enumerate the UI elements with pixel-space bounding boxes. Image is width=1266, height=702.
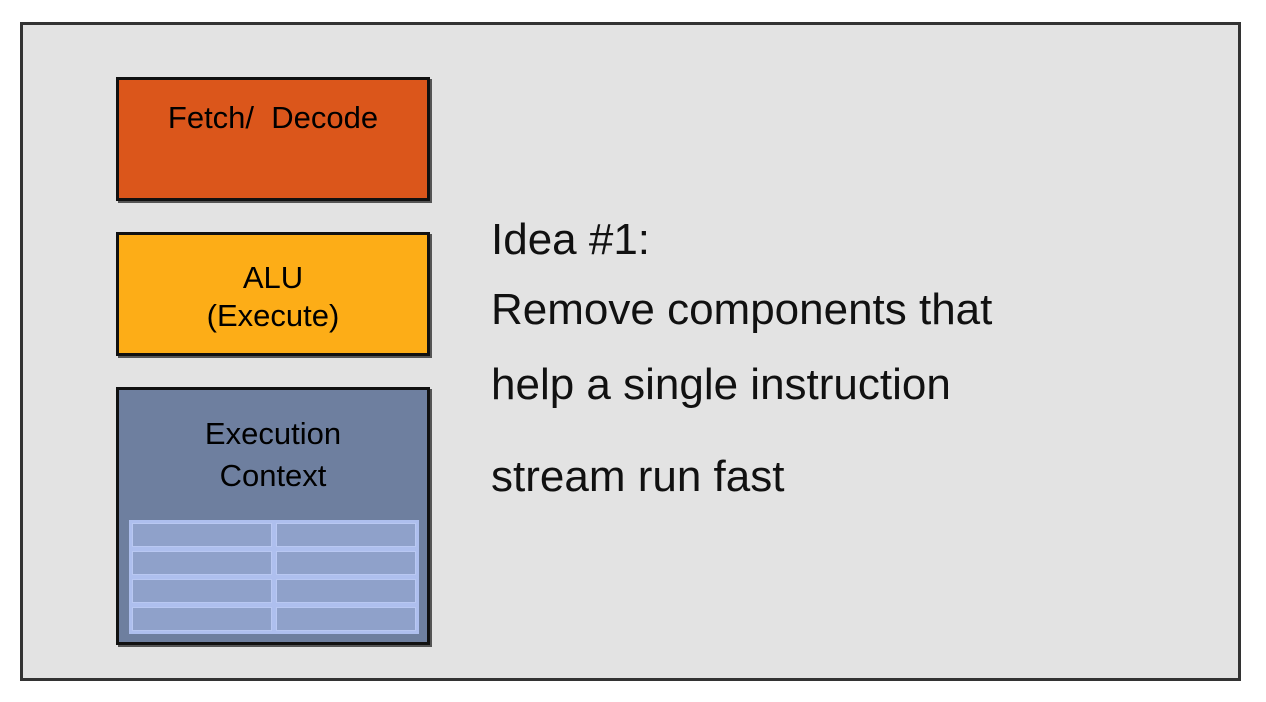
execution-context-block: Execution Context — [116, 387, 430, 645]
idea-line-1: Idea #1: — [491, 215, 651, 264]
fetch-decode-label: Fetch/ Decode — [167, 100, 379, 135]
alu-label-line2: (Execute) — [206, 298, 340, 333]
register-cell — [276, 551, 416, 575]
register-cell — [132, 579, 272, 603]
execution-context-label-line2: Context — [219, 458, 327, 493]
register-cell — [276, 607, 416, 631]
register-cell — [276, 523, 416, 547]
idea-line-2: Remove components that — [491, 285, 993, 334]
execution-context-label: Execution Context — [119, 413, 427, 497]
fetch-decode-block: Fetch/ Decode — [116, 77, 430, 201]
register-cell — [132, 523, 272, 547]
idea-line-3: help a single instruction — [491, 360, 951, 409]
slide-frame: Fetch/ Decode ALU (Execute) Execution Co… — [20, 22, 1241, 681]
alu-label-line1: ALU — [242, 260, 304, 295]
execution-context-label-line1: Execution — [204, 416, 342, 451]
register-cell — [132, 607, 272, 631]
idea-line-4: stream run fast — [491, 452, 785, 501]
register-cell — [276, 579, 416, 603]
alu-block: ALU (Execute) — [116, 232, 430, 356]
register-grid — [129, 520, 419, 634]
register-cell — [132, 551, 272, 575]
alu-label: ALU (Execute) — [119, 259, 427, 335]
